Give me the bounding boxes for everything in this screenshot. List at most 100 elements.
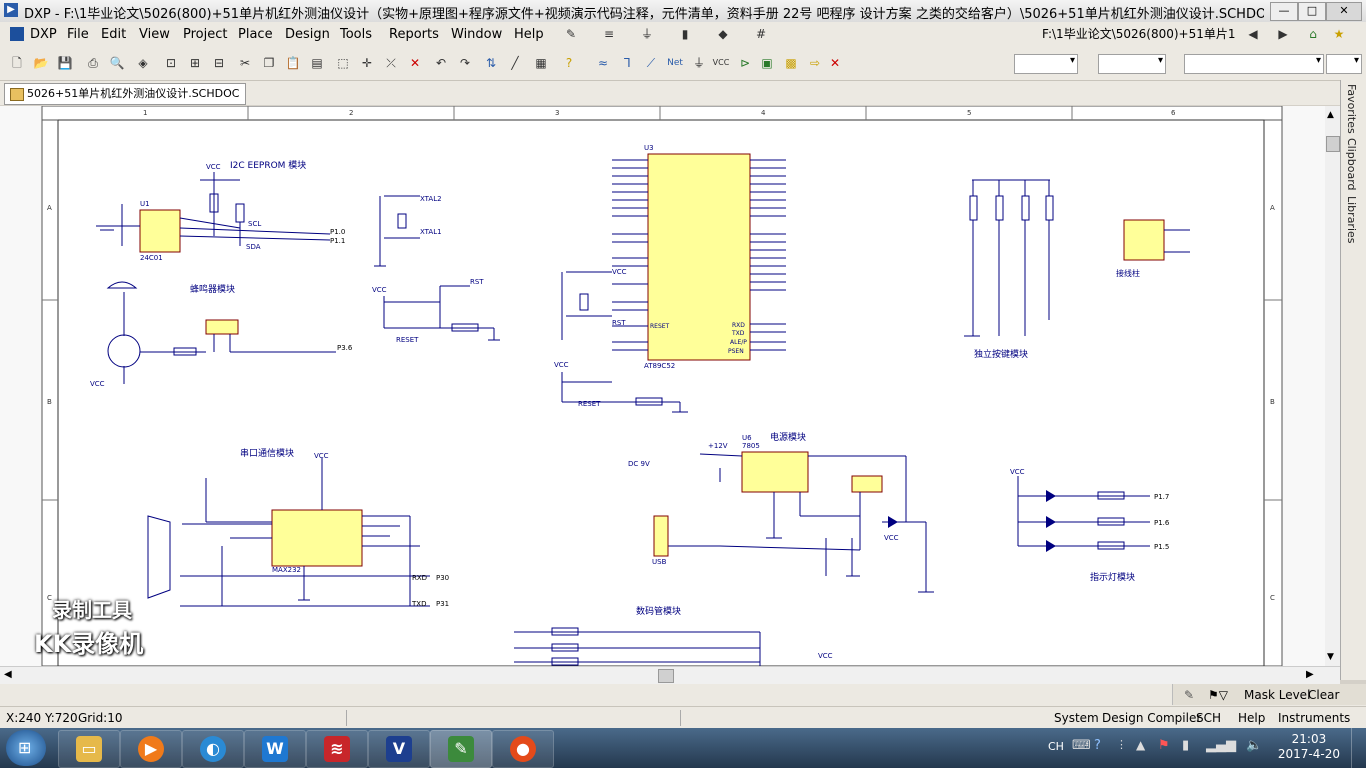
taskbar-media-player[interactable]: ▶ bbox=[120, 730, 182, 768]
menu-design[interactable]: Design bbox=[285, 27, 330, 42]
mcu-clock-reset[interactable] bbox=[561, 271, 688, 413]
mask-level-button[interactable]: Mask Level bbox=[1244, 688, 1311, 702]
help-icon[interactable]: ? bbox=[1094, 738, 1101, 753]
port-tool-icon[interactable]: ◆ bbox=[718, 27, 728, 41]
digits-module[interactable]: 数码管模块 VCC bbox=[514, 605, 833, 666]
mcu-at89c52[interactable]: U3 AT89C52 ALE/P PSEN bbox=[612, 144, 786, 370]
menu-dxp[interactable]: DXP bbox=[30, 27, 57, 42]
new-icon[interactable]: 🗋 bbox=[12, 56, 22, 70]
place-net-label-icon[interactable]: Net bbox=[667, 58, 683, 68]
mask-brush-icon[interactable]: ✎ bbox=[1184, 688, 1195, 702]
clock[interactable]: 21:03 2017-4-20 bbox=[1278, 732, 1340, 762]
print-icon[interactable]: ⎙ bbox=[88, 56, 98, 70]
menu-tools[interactable]: Tools bbox=[340, 27, 373, 42]
place-bus-icon[interactable]: ᒣ bbox=[623, 56, 631, 70]
home-icon[interactable]: ⌂ bbox=[1309, 27, 1317, 41]
schematic-canvas[interactable]: 1 2 3 4 5 6 A B C A B C I2C EEPROM 模块 VC… bbox=[0, 106, 1340, 666]
document-tab[interactable]: 5026+51单片机红外测油仪设计.SCHDOC bbox=[4, 83, 247, 105]
forward-icon[interactable]: ▶ bbox=[1278, 27, 1288, 41]
buzzer-module[interactable]: 蜂鸣器模块 VCC P3.6 bbox=[90, 281, 353, 388]
print-preview-icon[interactable]: 🔍 bbox=[109, 56, 125, 70]
vertical-scroll-thumb[interactable] bbox=[1326, 136, 1340, 152]
panel-system-button[interactable]: System bbox=[1054, 711, 1099, 725]
undo-icon[interactable]: ↶ bbox=[435, 56, 447, 70]
menu-view[interactable]: View bbox=[139, 27, 170, 42]
header-module[interactable]: 接线柱 bbox=[1116, 219, 1190, 278]
horizontal-scrollbar[interactable]: ◀ ▶ bbox=[0, 666, 1340, 685]
panel-tab-clipboard[interactable]: Clipboard bbox=[1345, 138, 1358, 191]
deselect-icon[interactable]: ⤫ bbox=[386, 56, 396, 70]
taskbar-explorer[interactable]: ▭ bbox=[58, 730, 120, 768]
toolbar-combo-1[interactable]: ▾ bbox=[1014, 54, 1078, 74]
tray-expand-icon[interactable]: ▲ bbox=[1136, 738, 1146, 752]
reset-module[interactable] bbox=[383, 285, 500, 341]
menu-help[interactable]: Help bbox=[514, 27, 544, 42]
move-icon[interactable]: ✛ bbox=[361, 56, 373, 70]
panel-tab-favorites[interactable]: Favorites bbox=[1345, 84, 1358, 134]
vertical-scrollbar[interactable]: ▲ ▼ bbox=[1325, 106, 1340, 666]
menu-reports[interactable]: Reports bbox=[389, 27, 439, 42]
volume-icon[interactable]: 🔈 bbox=[1246, 738, 1263, 753]
menu-place[interactable]: Place bbox=[238, 27, 273, 42]
menu-window[interactable]: Window bbox=[451, 27, 503, 42]
place-port-icon[interactable]: ⇨ bbox=[809, 56, 821, 70]
menu-edit[interactable]: Edit bbox=[101, 27, 127, 42]
menu-file[interactable]: File bbox=[67, 27, 89, 42]
cross-probe-icon[interactable]: ╱ bbox=[511, 56, 519, 70]
scroll-down-icon[interactable]: ▼ bbox=[1327, 652, 1334, 662]
keyboard-icon[interactable]: ⌨ bbox=[1072, 738, 1091, 753]
rubber-stamp-icon[interactable]: ▤ bbox=[311, 56, 323, 70]
taskbar-keil[interactable]: V bbox=[368, 730, 430, 768]
serial-module[interactable]: 串口通信模块 VCC MAX232 RXD P30 TXD P31 bbox=[147, 447, 449, 608]
place-no-erc-icon[interactable]: ✕ bbox=[829, 56, 841, 70]
place-sheet-entry-icon[interactable]: ▩ bbox=[785, 56, 797, 70]
taskbar-altium[interactable]: ✎ bbox=[430, 730, 492, 768]
grid-tool-icon[interactable]: # bbox=[755, 27, 767, 41]
redo-icon[interactable]: ↷ bbox=[459, 56, 471, 70]
zoom-fit-icon[interactable]: ⊡ bbox=[165, 56, 177, 70]
eeprom-module[interactable]: I2C EEPROM 模块 VCC U1 24C01 SCL SDA P1.0 … bbox=[96, 159, 345, 262]
open-project-icon[interactable]: ◈ bbox=[138, 56, 148, 70]
taskbar-recorder[interactable]: ● bbox=[492, 730, 554, 768]
scroll-right-icon[interactable]: ▶ bbox=[1306, 669, 1314, 680]
filter-icon[interactable]: ⚑▽ bbox=[1208, 688, 1228, 702]
minimize-button[interactable]: — bbox=[1270, 2, 1298, 21]
place-part-icon[interactable]: ⊳ bbox=[739, 56, 751, 70]
zoom-selected-icon[interactable]: ⊟ bbox=[213, 56, 225, 70]
scroll-up-icon[interactable]: ▲ bbox=[1327, 110, 1334, 120]
panel-instruments-button[interactable]: Instruments bbox=[1278, 711, 1351, 725]
crystal-module[interactable] bbox=[374, 195, 420, 267]
clear-button[interactable]: Clear bbox=[1308, 688, 1340, 702]
taskbar-browser[interactable]: ◐ bbox=[182, 730, 244, 768]
path-combo[interactable]: F:\1毕业论文\5026(800)+51单片1 bbox=[1042, 27, 1236, 41]
browse-library-icon[interactable]: ▦ bbox=[535, 56, 547, 70]
paste-icon[interactable]: 📋 bbox=[285, 56, 301, 70]
clear-filter-icon[interactable]: ✕ bbox=[409, 56, 421, 70]
part-tool-icon[interactable]: ▮ bbox=[681, 27, 689, 41]
led-module[interactable]: VCC P1.7 P1.6 P1.5 指示灯模块 bbox=[1010, 468, 1170, 583]
select-area-icon[interactable]: ⬚ bbox=[337, 56, 349, 70]
place-wire-icon[interactable]: ≈ bbox=[597, 56, 609, 70]
open-icon[interactable]: 📂 bbox=[33, 56, 49, 70]
taskbar-app-red[interactable]: ≋ bbox=[306, 730, 368, 768]
scroll-left-icon[interactable]: ◀ bbox=[4, 669, 12, 680]
menu-project[interactable]: Project bbox=[183, 27, 228, 42]
panel-tab-libraries[interactable]: Libraries bbox=[1345, 196, 1358, 244]
show-desktop-button[interactable] bbox=[1351, 728, 1366, 768]
panel-help-button[interactable]: Help bbox=[1238, 711, 1266, 725]
ground-tool-icon[interactable]: ⏚ bbox=[640, 27, 653, 41]
toolbar-combo-4[interactable]: ▾ bbox=[1326, 54, 1362, 74]
ime-indicator[interactable]: CH bbox=[1048, 740, 1064, 753]
copy-icon[interactable]: ❐ bbox=[263, 56, 275, 70]
start-button[interactable]: ⊞ bbox=[6, 730, 46, 766]
network-icon[interactable]: ▂▄▆ bbox=[1206, 738, 1236, 753]
bus-tool-icon[interactable]: ≡ bbox=[603, 27, 615, 41]
taskbar-wps[interactable]: W bbox=[244, 730, 306, 768]
zoom-area-icon[interactable]: ⊞ bbox=[189, 56, 201, 70]
wire-tool-icon[interactable]: ✎ bbox=[565, 27, 577, 41]
panel-sch-button[interactable]: SCH bbox=[1196, 711, 1222, 725]
hierarchy-icon[interactable]: ⇅ bbox=[485, 56, 497, 70]
close-button[interactable]: ✕ bbox=[1326, 2, 1362, 21]
place-gnd-icon[interactable]: ⏚ bbox=[692, 56, 705, 70]
power-module[interactable]: 电源模块 U6 7805 DC 9V +12V USB VCC bbox=[628, 431, 934, 593]
